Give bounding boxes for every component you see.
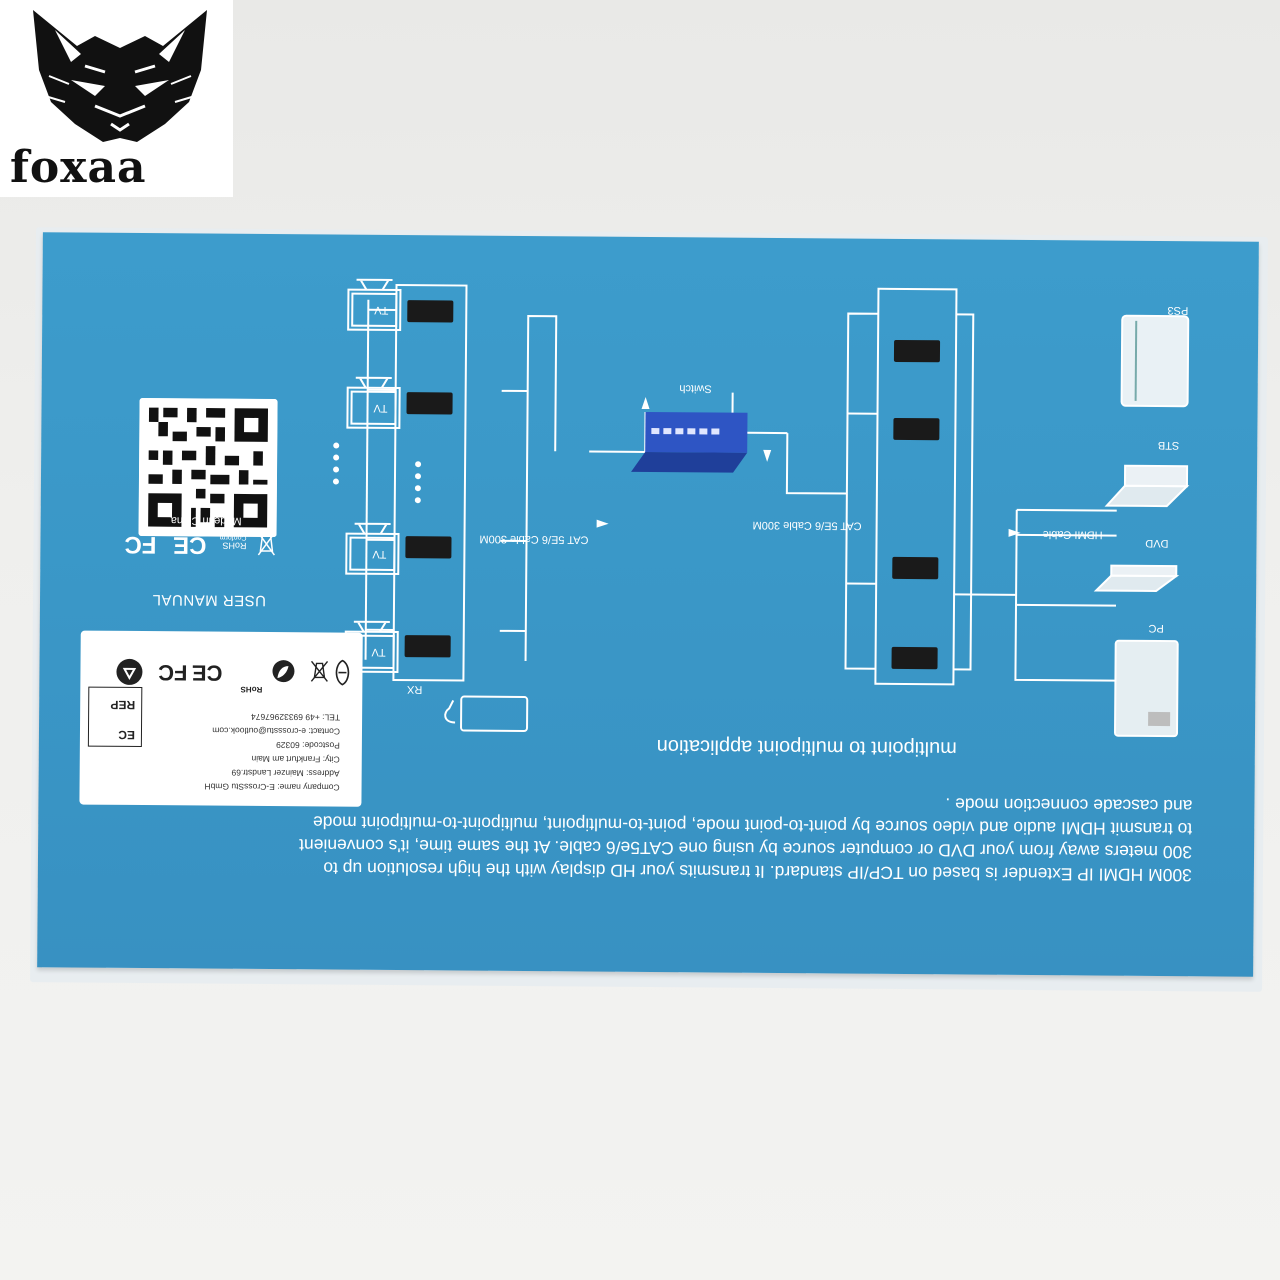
ec-rep-mark: EC REP xyxy=(87,686,143,748)
company-line: Company name: E-CrossStu GmbH xyxy=(204,781,340,793)
brand-logo: foxaa xyxy=(0,0,233,197)
leaf-icon xyxy=(272,660,295,683)
stb-icon xyxy=(1104,464,1190,508)
tel-line: TEL: +49 69332967674 xyxy=(250,711,341,723)
hdmi-cable-label: HDMI Cable xyxy=(1042,528,1103,541)
tv-icon xyxy=(346,376,401,430)
tx-unit xyxy=(893,417,940,441)
pc-icon xyxy=(1114,639,1179,738)
keyboard-icon xyxy=(460,695,529,733)
rohs-conform-label: Conform xyxy=(219,533,247,541)
tv-label: TV xyxy=(372,547,387,560)
made-in-label: Made in China xyxy=(170,514,242,527)
rohs-mark-small: RoHS xyxy=(240,684,263,694)
weee-bin-icon-small xyxy=(310,660,329,682)
ec-text: EC xyxy=(118,727,136,742)
switch-icon xyxy=(631,411,748,473)
tv-icon xyxy=(347,278,402,332)
tv-icon xyxy=(345,522,400,576)
rep-text: REP xyxy=(110,697,136,712)
ce-mark: CE xyxy=(173,531,207,559)
ce-mark-small: CE xyxy=(191,660,223,686)
source-label-pc: PC xyxy=(1148,621,1164,635)
fc-mark-small: FC xyxy=(158,660,188,686)
source-label-ps3: PS3 xyxy=(1167,304,1189,317)
cat-cable-label-left: CAT 5E/6 Cable 300M xyxy=(479,532,589,546)
rx-unit xyxy=(406,392,453,415)
address-line: Address: Mainzer Landstr.69 xyxy=(231,767,340,779)
recycle-icon xyxy=(116,658,143,685)
rx-panel xyxy=(392,284,468,682)
qr-code xyxy=(138,398,278,538)
product-box: 300M HDMI IP Extender is based on TCP/IP… xyxy=(37,232,1259,977)
rx-unit xyxy=(405,536,452,559)
compliance-label: EC REP Company name: E-CrossStu GmbH Add… xyxy=(79,630,363,807)
tx-unit xyxy=(893,339,941,363)
fc-mark: FC xyxy=(124,530,157,559)
city-line: City: Frankfurt am Main xyxy=(251,753,340,765)
rx-unit xyxy=(407,300,454,323)
tx-unit xyxy=(892,556,939,580)
tx-panel xyxy=(874,287,958,686)
ps3-icon xyxy=(1120,314,1190,408)
switch-label: Switch xyxy=(679,382,712,395)
box-print-upside-down: 300M HDMI IP Extender is based on TCP/IP… xyxy=(37,232,1259,977)
source-label-stb: STB xyxy=(1157,438,1180,452)
connection-diagram xyxy=(332,278,1190,738)
tx-unit xyxy=(891,646,938,670)
fox-head-icon xyxy=(33,10,207,142)
contact-line: Contact: e-crossstu@outlook.com xyxy=(212,725,341,737)
ukca-icon xyxy=(335,659,350,686)
source-label-dvd: DVD xyxy=(1145,536,1169,550)
cat-cable-label-right: CAT 5E/6 Cable 300M xyxy=(752,518,862,532)
tv-label: TV xyxy=(373,401,388,414)
dvd-icon xyxy=(1093,564,1180,592)
rx-unit xyxy=(404,635,451,658)
rohs-mark: RoHS xyxy=(222,540,247,551)
weee-bin-icon xyxy=(257,532,276,556)
logo-text: foxaa xyxy=(10,142,147,193)
rx-label: RX xyxy=(406,683,423,696)
postcode-line: Postcode: 60329 xyxy=(276,740,340,751)
user-manual-label: USER MANUAL xyxy=(152,591,267,609)
tv-label: TV xyxy=(371,645,386,658)
tv-label: TV xyxy=(374,303,389,316)
